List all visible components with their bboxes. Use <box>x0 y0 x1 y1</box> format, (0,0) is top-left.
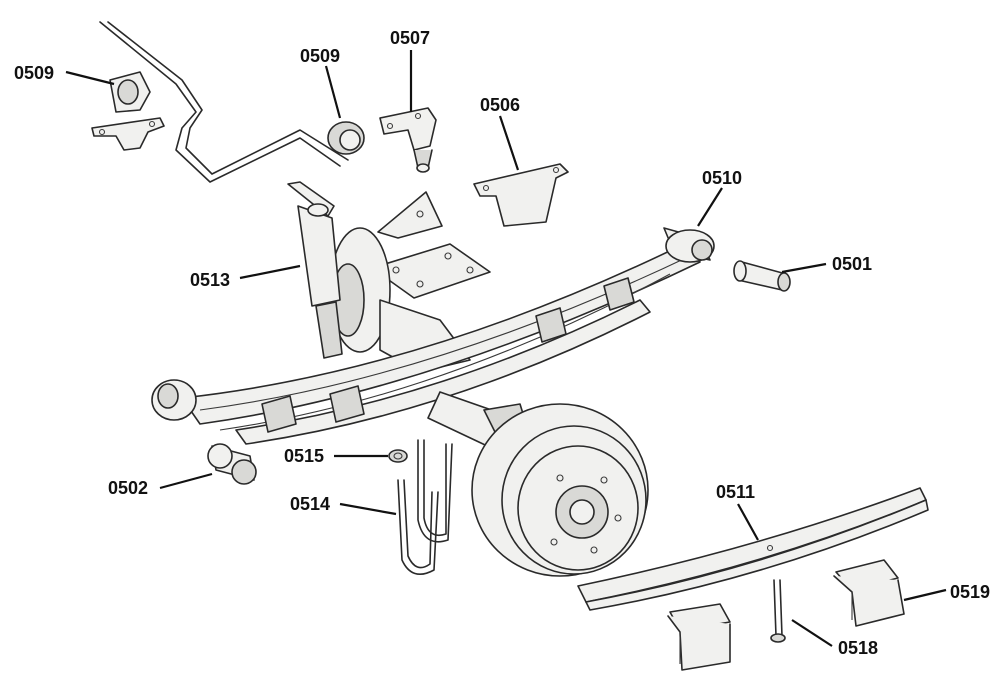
anti-roll-bar <box>99 21 349 183</box>
u-bolts <box>397 439 453 576</box>
callout-labels: 0509 0509 0507 0506 0510 0501 0513 0515 … <box>14 28 990 658</box>
leader-0501 <box>781 262 827 274</box>
callout-0515: 0515 <box>284 446 324 466</box>
callout-0510: 0510 <box>702 168 742 188</box>
callout-0513: 0513 <box>190 270 230 290</box>
centre-bolt <box>770 579 786 643</box>
bush-clamp-left <box>91 71 165 151</box>
callout-0507: 0507 <box>390 28 430 48</box>
leader-0502 <box>159 472 213 490</box>
leader-0518 <box>791 619 833 647</box>
leader-0511 <box>737 503 759 541</box>
leader-0519 <box>903 588 947 602</box>
spring-seat <box>371 243 491 299</box>
callout-0509-left: 0509 <box>14 63 54 83</box>
callout-0518: 0518 <box>838 638 878 658</box>
leaf-spring <box>151 227 715 445</box>
helper-leaf <box>577 487 929 611</box>
nut <box>388 449 408 463</box>
triangle-bracket <box>377 191 443 239</box>
bush-0501 <box>733 260 791 292</box>
callout-0502: 0502 <box>108 478 148 498</box>
bush-right <box>327 121 365 155</box>
link-bracket <box>379 107 437 173</box>
callout-0506: 0506 <box>480 95 520 115</box>
leader-0513 <box>239 264 301 280</box>
leader-0514 <box>339 502 397 516</box>
callout-0519: 0519 <box>950 582 990 602</box>
callout-0514: 0514 <box>290 494 330 514</box>
bush-0502 <box>207 443 257 485</box>
brake-drum <box>471 403 649 577</box>
leader-0506 <box>498 115 520 171</box>
leader-0510 <box>697 187 723 227</box>
callout-0511: 0511 <box>716 482 755 502</box>
leader-0509a <box>65 70 115 86</box>
clip-right <box>833 559 905 627</box>
mounting-pad <box>473 163 569 227</box>
callout-0501: 0501 <box>832 254 872 274</box>
clip-left <box>667 603 731 671</box>
leader-lines <box>65 50 947 647</box>
leader-0509b <box>324 65 342 119</box>
callout-0509-right: 0509 <box>300 46 340 66</box>
shock-absorber <box>287 181 343 359</box>
